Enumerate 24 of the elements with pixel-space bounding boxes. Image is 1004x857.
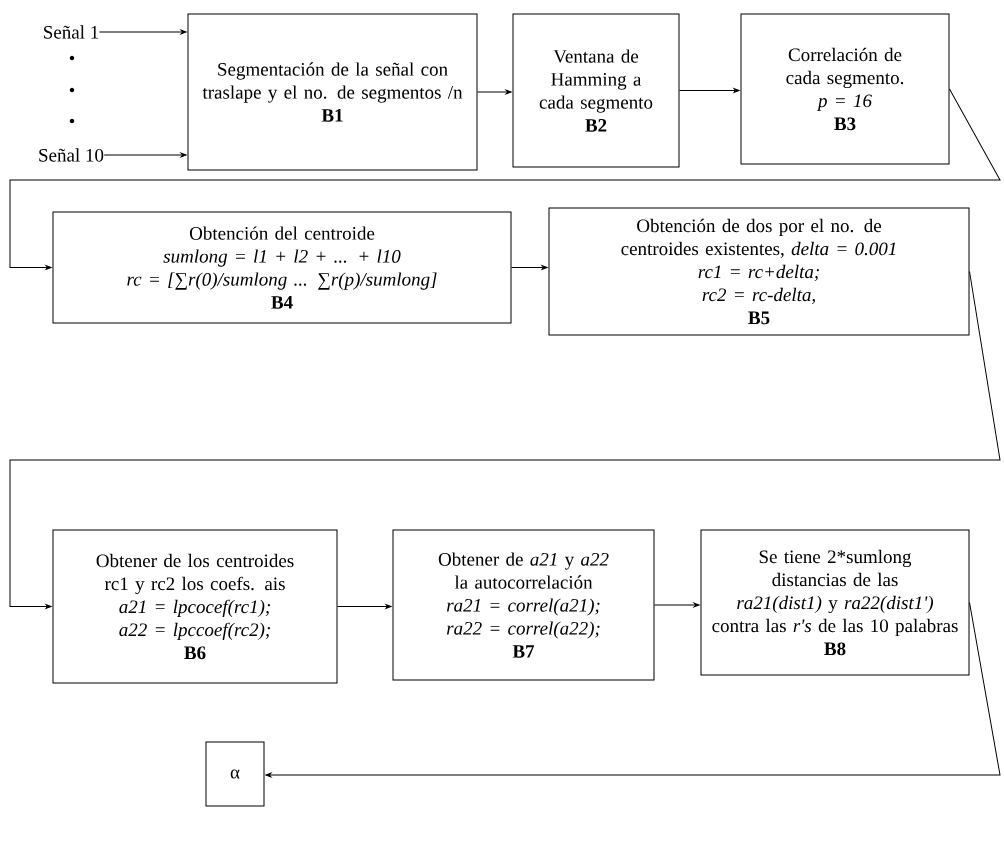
- arrow: [9, 271, 1001, 609]
- process-box: Se tiene 2*sumlong distancias de las ra21(dist1) y ra22(dist1') contra las r's de las 10 palabras B8: [700, 529, 970, 676]
- bullet: •: [69, 118, 75, 124]
- arrow: [98, 29, 187, 35]
- process-box: Obtención del centroide sumlong = l1 + l2 + ... + l10 rc = [∑r(0)/sumlong ... ∑r(p)/sumlong] B4: [52, 211, 512, 324]
- arrow: [654, 602, 700, 608]
- arrow: [103, 152, 187, 158]
- arrow: [265, 602, 1001, 778]
- arrow: [477, 89, 512, 95]
- bullet: •: [69, 87, 75, 93]
- process-box: Ventana de Hamming a cada segmento B2: [512, 13, 680, 168]
- arrow: [511, 265, 548, 270]
- output-box: α: [205, 741, 265, 807]
- signal-label: Señal 1: [44, 25, 99, 39]
- process-box: Obtener de los centroides rc1 y rc2 los coefs. ais a21 = lpcocef(rc1); a22 = lpccoef(rc2); B6: [52, 529, 338, 684]
- process-box: Correlación de cada segmento. p = 16 B3: [740, 13, 950, 165]
- bullet: •: [69, 55, 75, 61]
- arrow: [679, 88, 740, 93]
- signal-label: Señal 10: [39, 148, 104, 162]
- process-box: Segmentación de la señal con traslape y el no. de segmentos /n B1: [187, 13, 478, 171]
- arrow: [337, 604, 392, 609]
- arrow: [9, 88, 1001, 270]
- process-box: Obtención de dos por el no. de centroides existentes, delta = 0.001 rc1 = rc+delta; rc2 = rc-delta, B5: [548, 207, 970, 336]
- process-box: Obtener de a21 y a22 la autocorrelación ra21 = correl(a21); ra22 = correl(a22); B7: [392, 529, 655, 681]
